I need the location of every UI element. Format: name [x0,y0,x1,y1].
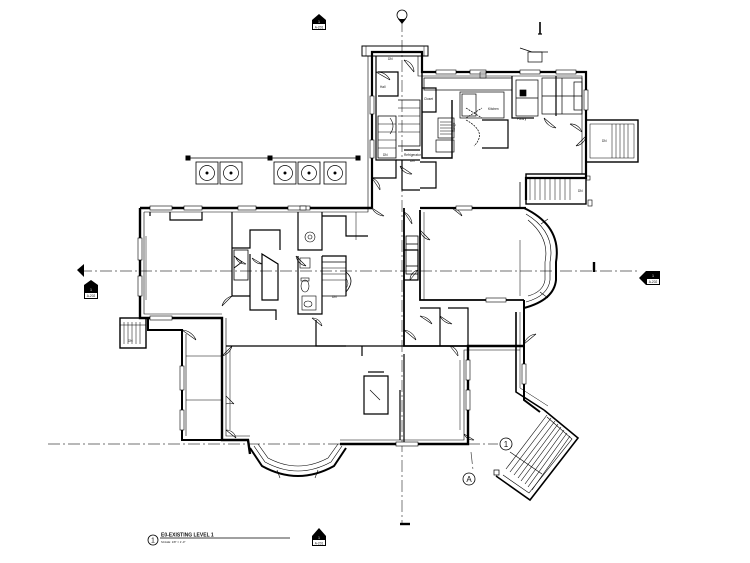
room-tag-hall: Hall [380,85,386,89]
title-scale: SCALE: 1/8" = 1'-0" [161,540,185,544]
dn-note-1: DN [388,57,393,61]
bay-window-east [523,207,558,309]
elevation-marker-south: 1 A-201 [312,528,326,546]
marker-north-ref: A-201 [315,26,324,30]
marker-west-ref: A-202 [87,294,96,298]
central-stair [322,261,352,297]
section-marker-top [396,9,408,24]
dn-note-6: DN [578,189,583,193]
dn-note-4: DN [332,295,337,299]
room-tag-range: Range [452,122,456,132]
elevation-marker-north: 1 A-201 [312,14,326,30]
grid-bubble-a: A [462,472,476,486]
grid-bubble-1-label: 1 [504,440,509,449]
grid-bubble-1: 1 [499,437,513,451]
fireplaces [233,235,419,281]
marker-west-number: 1 [90,288,92,292]
title-text: E0-EXISTING LEVEL 1 [161,533,214,539]
mechanical-units-row [185,155,361,185]
title-number: 1 [151,538,155,545]
porch-column [493,469,500,476]
north-interior-stair [361,45,429,159]
drawing-title-block: 1 E0-EXISTING LEVEL 1 SCALE: 1/8" = 1'-0… [147,533,290,546]
range-burners [440,121,452,135]
grid-bubble-a-label: A [466,475,472,484]
marker-north-number: 1 [318,20,320,24]
room-tags: Hall Closet Refrigerator Range Pantry Ki… [380,85,527,157]
room-tag-pantry: Pantry [517,117,527,121]
windows [137,69,589,447]
door-swings [181,59,587,441]
grid-line-a [470,451,474,471]
room-tag-closet: Closet [424,97,433,101]
dn-note-2: DN [383,153,388,157]
north-east-stairs [519,119,639,208]
wall-detail-lines [145,212,521,430]
marker-east-ref: A-202 [649,280,658,284]
porch-stair-treads [505,414,571,491]
room-tag-refrigerator: Refrigerator [404,153,422,157]
dn-note-7: DN [128,339,133,343]
bay-window-south [249,443,347,479]
elevation-marker-west: 1 A-202 [77,264,98,299]
dn-note-3: DN [410,159,415,163]
stair-dn-notes: DN DN DN DN DN DN DN [128,57,607,343]
marker-east-number: 1 [652,274,654,278]
elevation-marker-east: 1 A-202 [639,271,660,285]
marker-south-number: 1 [318,536,320,540]
room-tag-kitchen: Kitchen [488,107,499,111]
marker-south-ref: A-201 [315,542,324,546]
interior-walls [149,56,557,444]
dn-note-5: DN [602,139,607,143]
west-entry-stair [119,317,147,349]
kitchen-casework [423,22,583,153]
plumbing-fixtures [299,231,317,311]
east-porch [495,312,580,502]
